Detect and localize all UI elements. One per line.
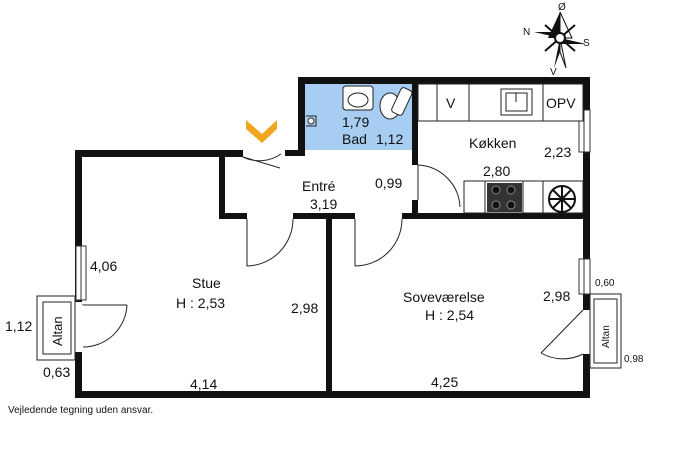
altan-left-name: Altan (50, 316, 65, 346)
stue-height: H : 2,53 (176, 295, 225, 311)
bad-width: 1,12 (376, 131, 403, 147)
stue-depth-left: 4,06 (90, 258, 117, 274)
entrance-arrow-icon (246, 120, 277, 143)
shower-icon (306, 115, 317, 127)
door-swings (81, 153, 584, 360)
sink-icon (342, 85, 374, 111)
sovevaerelse-width: 4,25 (431, 374, 458, 390)
entre-width: 0,99 (375, 175, 402, 191)
fridge-label: V (446, 95, 456, 111)
compass-east-label: S (583, 38, 590, 49)
altan-right-name: Altan (601, 325, 612, 348)
sovevaerelse-name: Soveværelse (403, 289, 485, 305)
stue-width: 4,14 (190, 376, 217, 392)
altan-right-depth: 0,98 (624, 354, 644, 365)
balcony-right (589, 293, 622, 369)
entre-name: Entré (302, 178, 336, 194)
kokken-name: Køkken (469, 135, 516, 151)
balcony-left (36, 295, 76, 361)
compass-south-label: V (550, 67, 557, 78)
sovevaerelse-depth: 2,98 (543, 288, 570, 304)
walls (75, 77, 590, 398)
altan-left-width: 0,63 (43, 364, 70, 380)
sovevaerelse-height: H : 2,54 (425, 307, 474, 323)
altan-left-depth: 1,12 (5, 318, 32, 334)
kokken-depth: 2,23 (544, 144, 571, 160)
altan-right-width: 0,60 (595, 278, 615, 289)
disclaimer-text: Vejledende tegning uden ansvar. (8, 405, 154, 416)
toilet-icon (379, 87, 413, 120)
compass-west-label: N (523, 27, 530, 38)
entre-area: 3,19 (310, 196, 337, 212)
stove-icon (487, 183, 522, 212)
compass-icon (534, 11, 586, 69)
dishwasher-label: OPV (546, 95, 576, 111)
stue-name: Stue (192, 275, 221, 291)
bad-area: 1,79 (342, 114, 369, 130)
extractor-fan-icon (548, 185, 576, 213)
compass-north-label: Ø (558, 2, 566, 13)
stue-depth-right: 2,98 (291, 300, 318, 316)
kokken-width: 2,80 (483, 163, 510, 179)
bad-name: Bad (342, 131, 367, 147)
